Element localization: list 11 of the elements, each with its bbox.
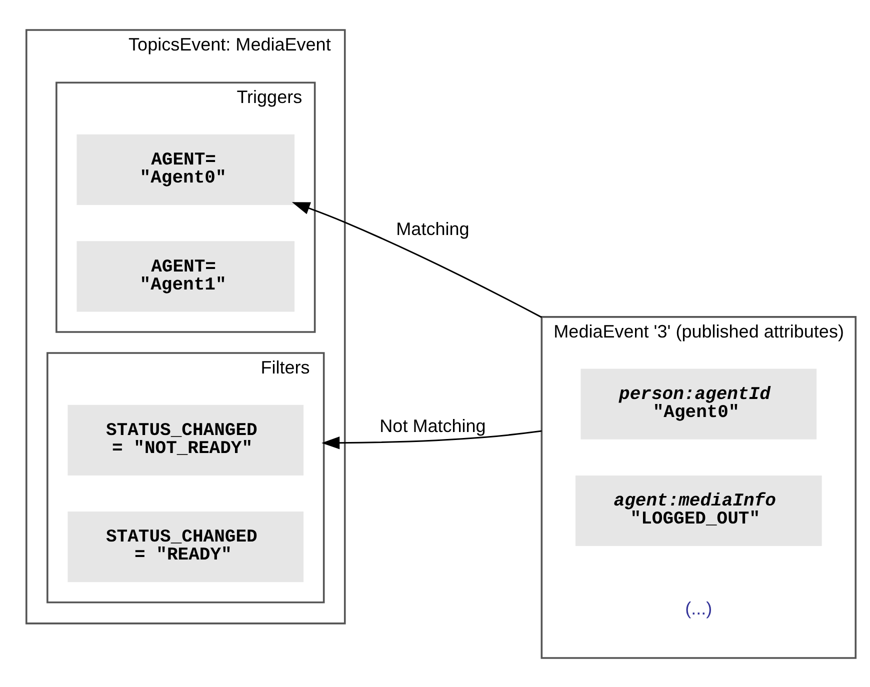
edge-label: Matching: [396, 218, 470, 239]
node-box: STATUS_CHANGED = "READY": [68, 511, 304, 582]
node-box: agent:mediaInfo "LOGGED_OUT": [575, 474, 822, 546]
arrow: [292, 202, 542, 318]
label: (...): [685, 598, 712, 618]
node-box: person:agentId "Agent0": [580, 368, 817, 439]
edge-label: Not Matching: [380, 416, 486, 436]
node-box: AGENT= "Agent0": [76, 134, 295, 205]
arrow: [322, 430, 542, 449]
node-box: AGENT= "Agent1": [76, 240, 295, 312]
node-box: STATUS_CHANGED = "NOT_READY": [68, 404, 304, 475]
